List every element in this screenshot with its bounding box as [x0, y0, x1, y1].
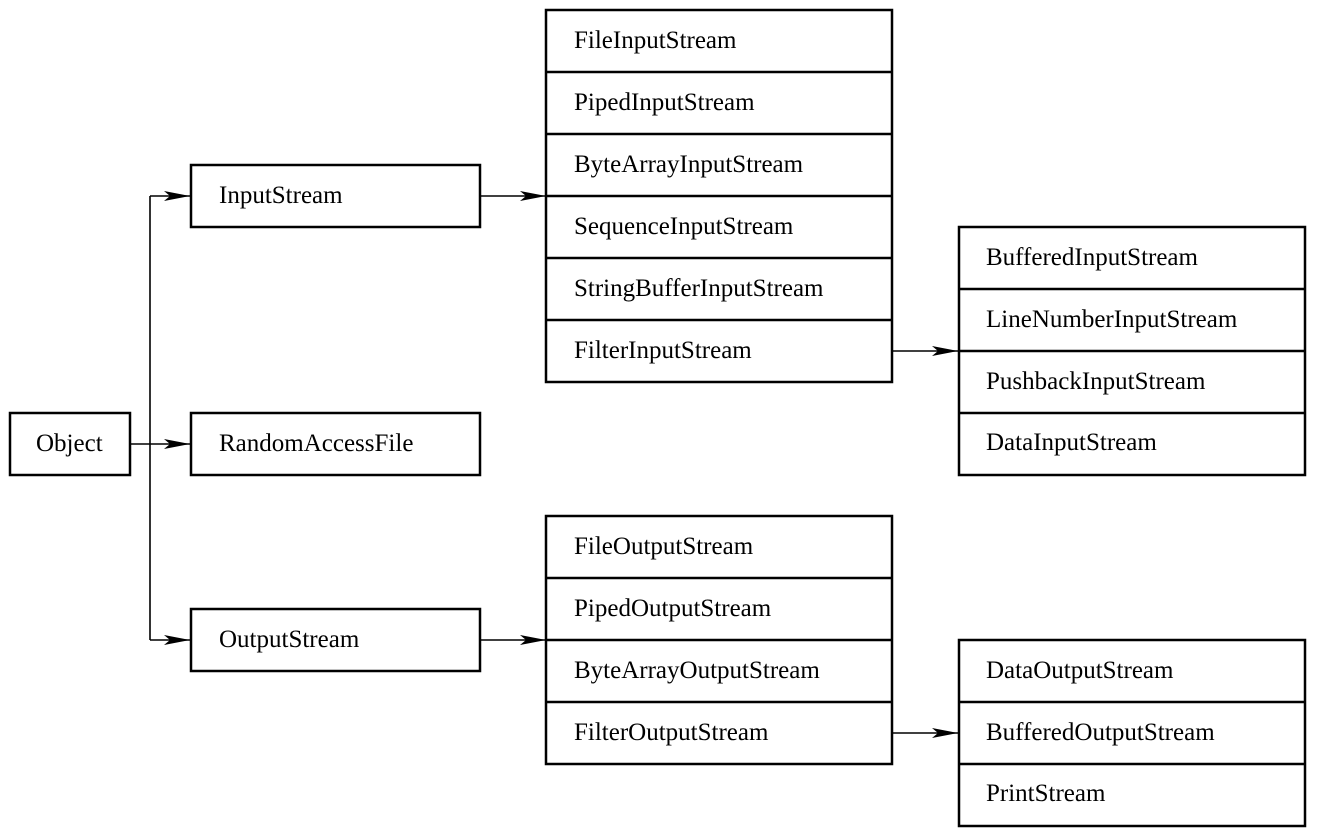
outputstream-label: OutputStream [219, 626, 360, 653]
arrowhead-filteroutput-subclasses [932, 728, 958, 738]
class-pushbackinputstream: PushbackInputStream [986, 368, 1206, 395]
class-bufferedinputstream: BufferedInputStream [986, 244, 1199, 271]
inputstream-box [189, 163, 482, 229]
class-bytearrayinputstream: ByteArrayInputStream [574, 151, 804, 178]
class-bufferedoutputstream: BufferedOutputStream [986, 719, 1215, 746]
object-node: Object [8, 411, 132, 477]
class-fileinputstream: FileInputStream [574, 27, 737, 54]
filter-output-subclasses-stack: DataOutputStream BufferedOutputStream Pr… [957, 638, 1307, 828]
class-dataoutputstream: DataOutputStream [986, 657, 1174, 684]
arrowhead-outputstream [164, 635, 190, 645]
randomaccessfile-label: RandomAccessFile [219, 430, 413, 457]
class-stringbufferinputstream: StringBufferInputStream [574, 275, 824, 302]
output-subclasses-stack: FileOutputStream PipedOutputStream ByteA… [544, 514, 894, 766]
class-fileoutputstream: FileOutputStream [574, 533, 754, 560]
connectors [130, 191, 958, 738]
outputstream-box [189, 607, 482, 673]
arrowhead-output-subclasses [520, 635, 546, 645]
arrowhead-randomaccessfile [164, 439, 190, 449]
class-bytearrayoutputstream: ByteArrayOutputStream [574, 657, 820, 684]
class-pipedoutputstream: PipedOutputStream [574, 595, 772, 622]
filter-input-subclasses-stack: BufferedInputStream LineNumberInputStrea… [957, 225, 1307, 477]
input-subclasses-stack: FileInputStream PipedInputStream ByteArr… [544, 8, 894, 384]
class-pipedinputstream: PipedInputStream [574, 89, 755, 116]
arrowhead-filterinput-subclasses [932, 346, 958, 356]
class-sequenceinputstream: SequenceInputStream [574, 213, 794, 240]
class-filteroutputstream: FilterOutputStream [574, 719, 769, 746]
arrowhead-input-subclasses [520, 191, 546, 201]
class-printstream: PrintStream [986, 780, 1106, 807]
outputstream-node: OutputStream [189, 607, 482, 673]
class-filterinputstream: FilterInputStream [574, 337, 752, 364]
object-label: Object [36, 430, 103, 457]
class-datainputstream: DataInputStream [986, 429, 1157, 456]
inputstream-label: InputStream [219, 182, 343, 209]
object-box [8, 411, 132, 477]
class-linenumberinputstream: LineNumberInputStream [986, 306, 1238, 333]
inputstream-node: InputStream [189, 163, 482, 229]
randomaccessfile-box [189, 411, 482, 477]
arrowhead-inputstream [164, 191, 190, 201]
filter-output-subclasses-box [957, 638, 1307, 828]
randomaccessfile-node: RandomAccessFile [189, 411, 482, 477]
